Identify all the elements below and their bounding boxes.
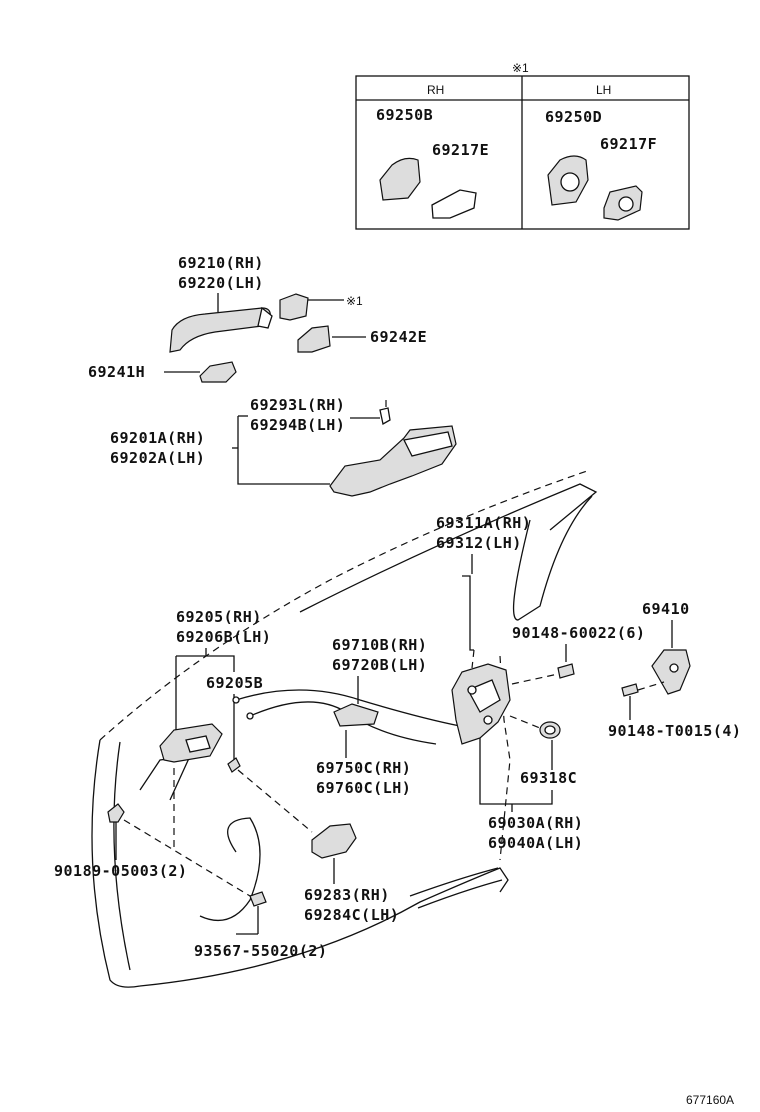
label-handle-rh: 69210(RH) [178, 254, 264, 272]
inset-note: ※1 [512, 61, 529, 75]
label-cable2-rh: 69750C(RH) [316, 759, 411, 777]
label-bezel-rh: 69283(RH) [304, 886, 390, 904]
outside-handle-drawing [169, 307, 271, 353]
label-inner-b: 69205B [206, 674, 263, 692]
clip-drawing [107, 803, 125, 823]
label-screw-4: 90148-T0015(4) [608, 722, 741, 740]
label-rod-lh: 69312(LH) [436, 534, 522, 552]
label-clip-2: 90189-05003(2) [54, 862, 187, 880]
label-frame-lh: 69294B(LH) [250, 416, 345, 434]
label-lock-lh: 69040A(LH) [488, 834, 583, 852]
label-frame-asm-rh: 69201A(RH) [110, 429, 205, 447]
label-pad-h: 69241H [88, 363, 145, 381]
door-outline [99, 469, 591, 741]
inset-rh-part2: 69217E [432, 141, 489, 159]
label-cable-rh: 69710B(RH) [332, 636, 427, 654]
label-inner-rh: 69205(RH) [176, 608, 262, 626]
label-grommet: 69318C [520, 769, 577, 787]
label-screw-6: 90148-60022(6) [512, 624, 645, 642]
handle-cap-drawing [279, 293, 309, 321]
label-handle-lh: 69220(LH) [178, 274, 264, 292]
inset-col-lh: LH [596, 83, 611, 97]
rh-cap-drawing [379, 157, 421, 201]
label-striker: 69410 [642, 600, 690, 618]
screw-2-drawing [249, 891, 267, 907]
label-cable2-lh: 69760C(LH) [316, 779, 411, 797]
label-rod-rh: 69311A(RH) [436, 514, 531, 532]
label-lock-rh: 69030A(RH) [488, 814, 583, 832]
striker-drawing [651, 649, 691, 695]
label-inner-lh: 69206B(LH) [176, 628, 271, 646]
label-screw-2: 93567-55020(2) [194, 942, 327, 960]
inset-lh-part2: 69217F [600, 135, 657, 153]
inset-rh-part1: 69250B [376, 106, 433, 124]
cable-a-drawing [235, 689, 461, 727]
label-frame-rh: 69293L(RH) [250, 396, 345, 414]
inset-col-rh: RH [427, 83, 444, 97]
inset-lh-part1: 69250D [545, 108, 602, 126]
inset-table: ※1 RH LH 69250B 69217E 69250D 69217F [355, 61, 690, 230]
rod-drawing [462, 575, 474, 651]
label-frame-asm-lh: 69202A(LH) [110, 449, 205, 467]
rh-cover-drawing [431, 189, 477, 219]
bezel-drawing [311, 823, 357, 859]
label-bezel-lh: 69284C(LH) [304, 906, 399, 924]
label-cap-ref: ※1 [346, 294, 363, 308]
label-cable-lh: 69720B(LH) [332, 656, 427, 674]
screw-6-drawing [557, 663, 575, 679]
handle-pad-drawing [199, 361, 237, 383]
handle-cover-drawing [297, 325, 331, 353]
diagram-id: 677160A [686, 1093, 734, 1107]
label-cover-e: 69242E [370, 328, 427, 346]
